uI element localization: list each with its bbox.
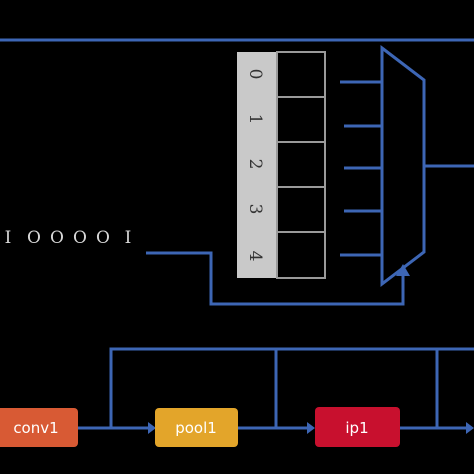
arrow-icon xyxy=(307,422,315,434)
mux-inputs xyxy=(340,80,382,257)
pool1-box xyxy=(155,408,238,447)
register-index-label: 2 xyxy=(245,159,265,170)
register-index-label: 4 xyxy=(245,251,265,262)
node-pool1: pool1 xyxy=(155,408,238,447)
register-index-column xyxy=(237,52,277,278)
input-symbol: O xyxy=(50,228,64,248)
conv1-label: conv1 xyxy=(13,419,58,437)
register-frame xyxy=(276,51,326,279)
node-ip1: ip1 xyxy=(315,407,400,447)
input-symbol: O xyxy=(96,228,110,248)
ip1-box xyxy=(315,407,400,447)
input-sequence: I O O O O I xyxy=(5,228,132,248)
input-symbol: O xyxy=(27,228,41,248)
conv1-box xyxy=(0,408,78,447)
register-index-label: 3 xyxy=(245,204,265,215)
register-index-label: 0 xyxy=(245,69,265,80)
input-symbol: O xyxy=(73,228,87,248)
multiplexer xyxy=(380,44,426,288)
arrow-icon xyxy=(466,422,474,434)
feedback-wire xyxy=(109,347,474,428)
pool1-label: pool1 xyxy=(175,419,217,437)
input-symbol: I xyxy=(125,228,132,248)
select-arrow-icon xyxy=(396,264,410,276)
network-wires xyxy=(78,347,474,434)
node-conv1: conv1 xyxy=(0,408,78,447)
select-wire xyxy=(146,251,405,306)
ip1-label: ip1 xyxy=(345,419,368,437)
register: 0 1 2 3 4 xyxy=(237,51,326,279)
arrow-icon xyxy=(148,422,156,434)
register-index-label: 1 xyxy=(245,114,265,125)
input-symbol: I xyxy=(5,228,12,248)
